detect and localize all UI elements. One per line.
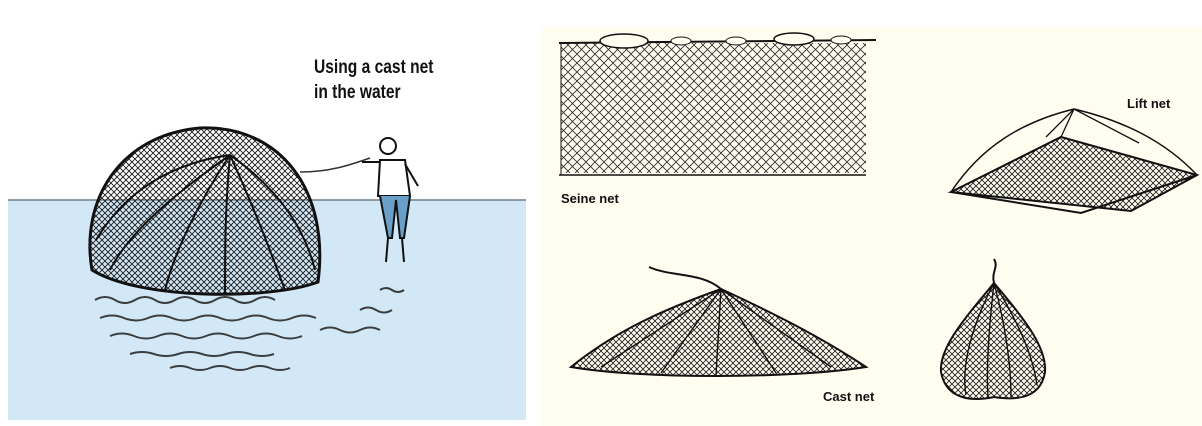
caption-line-2: in the water — [314, 80, 433, 105]
net-types-illustration: Seine net Lift net Cast net — [541, 27, 1202, 426]
seine-net-label: Seine net — [561, 191, 619, 206]
lift-net-drawing — [951, 109, 1197, 213]
hand-rope — [300, 158, 370, 172]
cast-net-bag-drawing — [941, 259, 1045, 399]
cast-net-scene: Using a cast net in the water — [0, 0, 535, 426]
cast-net-illustration — [0, 0, 535, 426]
lift-net-label: Lift net — [1127, 96, 1171, 111]
net-types-panel: Seine net Lift net Cast net — [541, 27, 1202, 426]
cast-net-dome — [90, 128, 320, 295]
cast-net-flat-drawing — [571, 267, 866, 376]
caption-line-1: Using a cast net — [314, 55, 433, 80]
cast-net-label: Cast net — [823, 389, 875, 404]
scene-caption: Using a cast net in the water — [314, 55, 433, 105]
seine-net-drawing — [559, 33, 876, 175]
